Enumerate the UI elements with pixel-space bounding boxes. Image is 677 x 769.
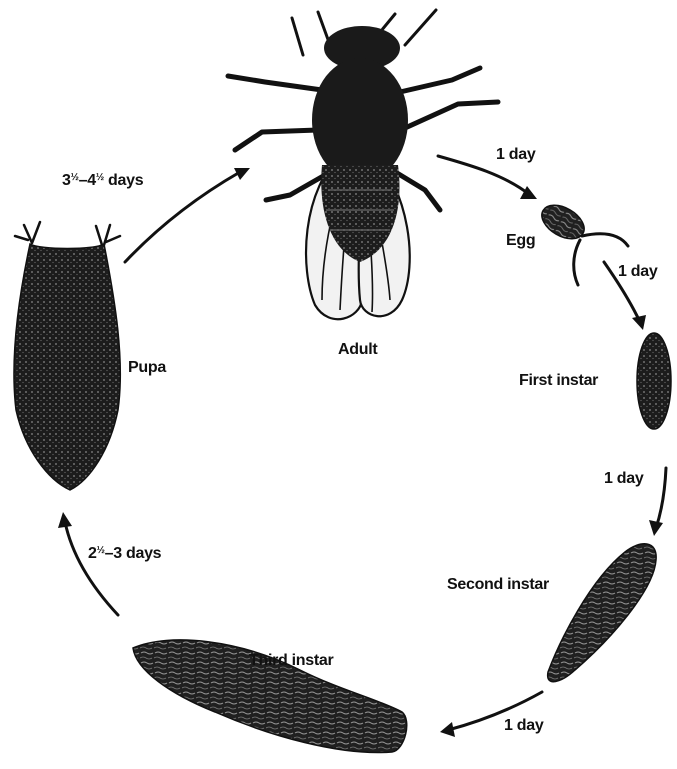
label-egg: Egg [506,232,535,250]
duration-fraction-a: ½ [71,172,79,183]
label-first-instar: First instar [519,372,598,390]
arrow-first-to-second-instar [649,468,666,536]
duration-egg-to-first-instar: 1 day [618,263,657,281]
duration-whole-a: 3 [62,172,71,189]
adult-fly-icon [228,10,498,319]
label-second-instar: Second instar [447,576,549,594]
duration-third-instar-to-pupa: 2½–3 days [88,545,161,563]
label-pupa: Pupa [128,359,166,377]
duration-rest: days [104,172,143,189]
second-instar-larva-icon [548,544,657,682]
duration-fraction: ½ [97,545,105,556]
arrow-pupa-to-adult [125,168,250,262]
duration-fraction-b: ½ [96,172,104,183]
duration-pupa-to-adult: 3½–4½ days [62,172,143,190]
duration-mid: –4 [79,172,96,189]
duration-first-to-second-instar: 1 day [604,470,643,488]
first-instar-larva-icon [637,333,671,429]
arrow-third-to-pupa [58,512,118,615]
egg-icon [536,198,628,285]
duration-whole: 2 [88,545,97,562]
duration-second-to-third-instar: 1 day [504,717,543,735]
duration-rest: –3 days [105,545,162,562]
label-third-instar: Third instar [249,652,333,670]
duration-adult-to-egg: 1 day [496,146,535,164]
label-adult: Adult [338,341,377,359]
pupa-icon [14,222,120,490]
